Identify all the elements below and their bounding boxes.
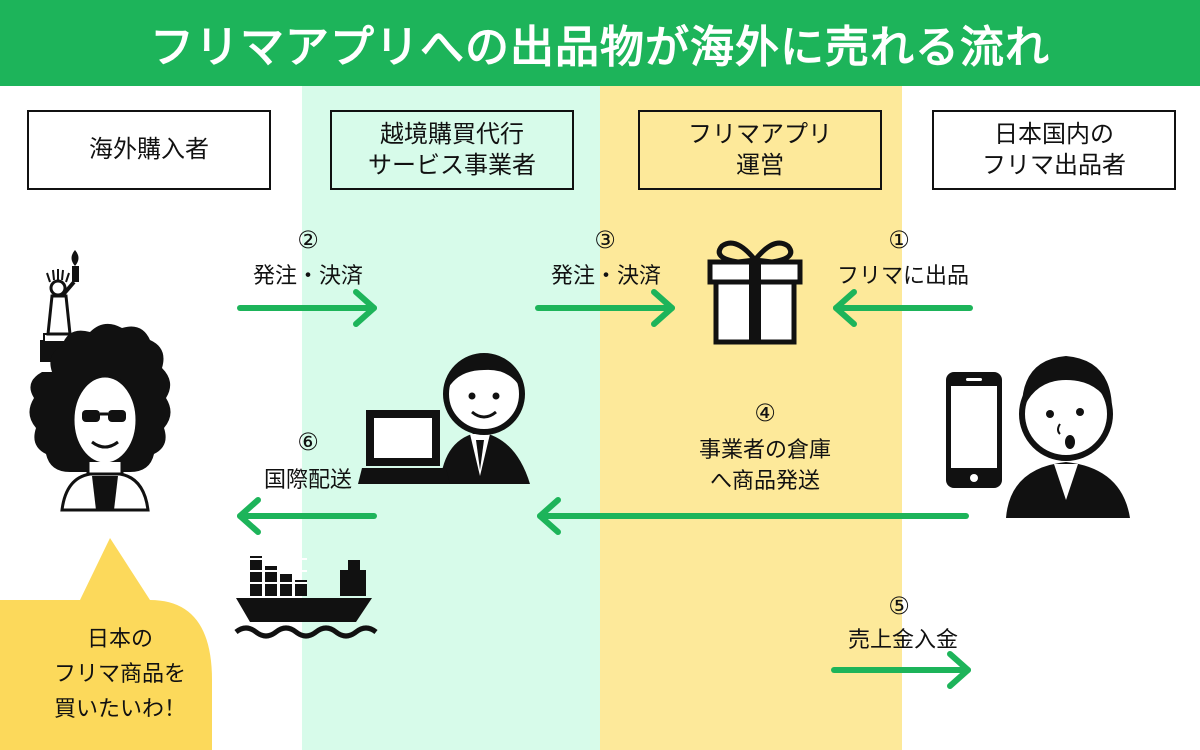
arrow-step-4 — [537, 497, 969, 535]
app-column-band — [600, 86, 902, 750]
step-2-label: 発注・決済 — [252, 264, 363, 289]
cargo-ship-icon — [234, 556, 378, 639]
step-5-number: ⑤ — [888, 592, 910, 620]
step-5-label: 売上金入金 — [847, 628, 958, 653]
businessman-laptop-icon — [358, 353, 530, 484]
step-3-label: 発注・決済 — [550, 264, 661, 289]
buyer-woman-icon — [29, 323, 171, 512]
arrow-step-6 — [237, 497, 377, 535]
arrow-step-3 — [535, 289, 675, 327]
speech-bubble-text: 日本の フリマ商品を 買いたいわ！ — [53, 627, 186, 723]
step-4-label: 事業者の倉庫 へ商品発送 — [698, 438, 831, 494]
page-title: フリマアプリへの出品物が海外に売れる流れ — [0, 0, 1200, 86]
step-2-number: ② — [297, 226, 319, 254]
seller-man-icon — [1006, 356, 1130, 518]
step-1-label: フリマに出品 — [836, 264, 969, 289]
role-overseas-buyer: 海外購入者 — [27, 110, 271, 190]
arrow-step-2 — [237, 289, 377, 327]
arrow-step-5 — [831, 651, 971, 689]
speech-bubble — [0, 538, 212, 750]
role-proxy-service: 越境購買代行 サービス事業者 — [330, 110, 574, 190]
arrow-step-1 — [833, 289, 973, 327]
step-1-number: ① — [888, 226, 910, 254]
role-domestic-seller: 日本国内の フリマ出品者 — [932, 110, 1176, 190]
step-3-number: ③ — [594, 226, 616, 254]
gift-box-icon — [707, 240, 803, 345]
step-6-label: 国際配送 — [263, 468, 352, 493]
smartphone-icon — [946, 372, 1002, 488]
step-6-number: ⑥ — [297, 428, 319, 456]
step-4-number: ④ — [754, 399, 776, 427]
role-app-operator: フリマアプリ 運営 — [638, 110, 882, 190]
